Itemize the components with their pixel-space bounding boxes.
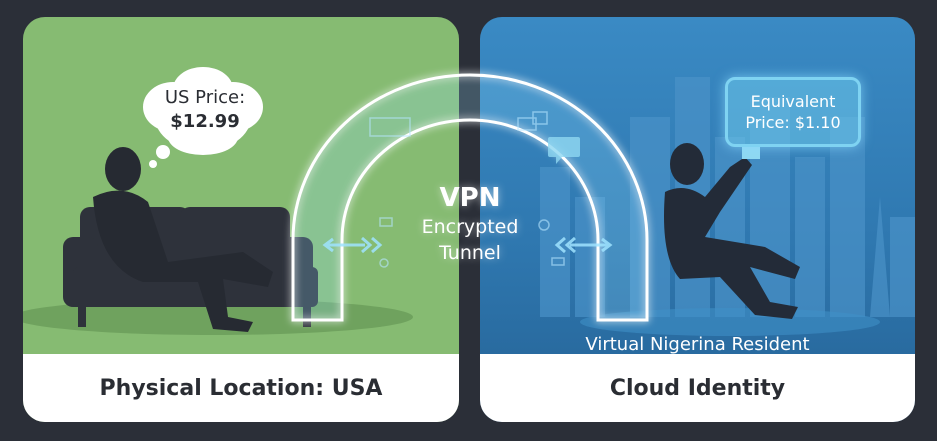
virtual-resident-caption: Virtual Nigerina Resident [585, 334, 810, 355]
vpn-subtitle-line2: Tunnel [439, 242, 501, 264]
us-price-value: $12.99 [170, 111, 240, 132]
person-on-sofa-icon [93, 147, 273, 332]
equivalent-price-label: Equivalent [750, 92, 836, 111]
person-floating-icon [664, 143, 800, 319]
vpn-subtitle-line1: Encrypted [421, 216, 519, 238]
cloud-identity-label: Cloud Identity [609, 375, 786, 401]
chat-bubble-icon [548, 137, 580, 164]
equivalent-price-box: Equivalent Price: $1.10 [725, 77, 861, 147]
vpn-title: VPN [439, 183, 501, 213]
window-icon [369, 111, 565, 268]
physical-location-panel: Physical Location: USA [23, 17, 459, 422]
cloud-identity-footer: Cloud Identity [480, 354, 915, 422]
vpn-tunnel-label: VPN Encrypted Tunnel [380, 182, 560, 266]
us-price-label: US Price: [164, 87, 246, 108]
floor-glow [580, 308, 880, 336]
physical-location-footer: Physical Location: USA [23, 354, 459, 422]
us-price-bubble: US Price: $12.99 [130, 70, 280, 150]
data-arrow-icon [322, 236, 613, 254]
thought-bubble-icon [143, 67, 263, 168]
equivalent-price-value: Price: $1.10 [745, 113, 841, 132]
physical-location-label: Physical Location: USA [99, 375, 383, 401]
